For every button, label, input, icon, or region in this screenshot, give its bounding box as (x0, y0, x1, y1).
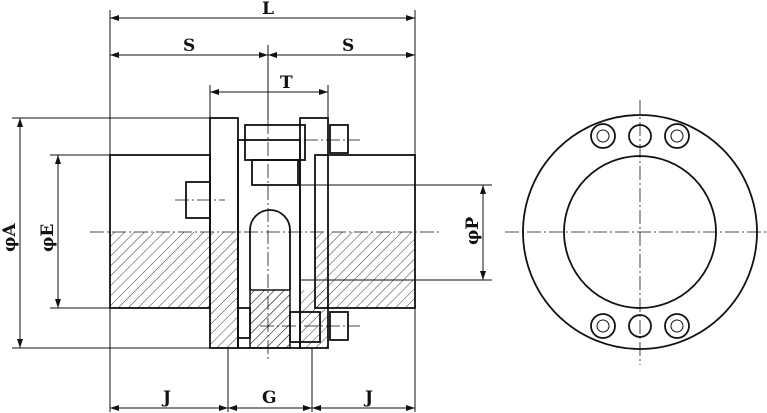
dimension-lines (17, 15, 486, 411)
label-T: T (280, 73, 293, 93)
label-J-left: J (161, 388, 171, 408)
label-phi-A: φA (0, 223, 20, 252)
label-G: G (262, 388, 277, 408)
label-S-right: S (342, 36, 354, 56)
front-view (505, 100, 767, 365)
label-L: L (262, 0, 274, 19)
label-phi-E: φE (38, 224, 58, 252)
label-phi-P: φP (463, 217, 483, 245)
bolt-holes (590, 123, 690, 339)
extension-lines (12, 10, 492, 412)
side-view (90, 117, 440, 360)
label-J-right: J (363, 388, 373, 408)
label-S-left: S (183, 36, 195, 56)
